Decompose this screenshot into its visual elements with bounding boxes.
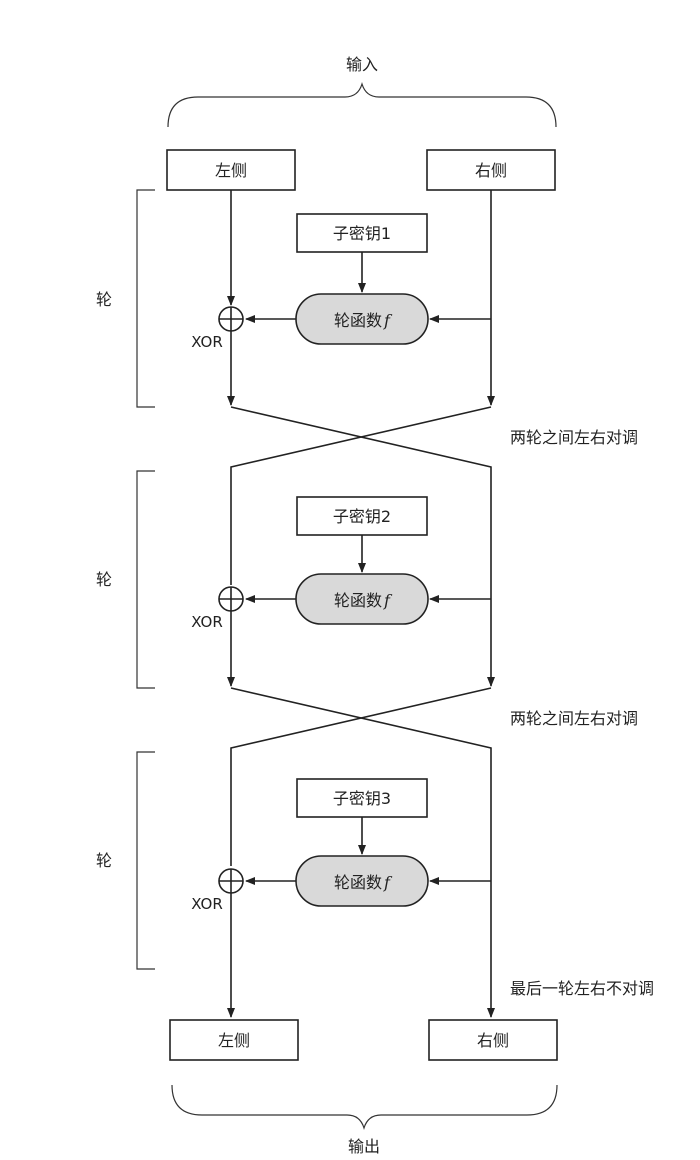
- xor-1-label: XOR: [191, 333, 223, 351]
- subkey-2-label: 子密钥2: [333, 507, 391, 526]
- round-2-label: 轮: [96, 570, 112, 589]
- swap-1-cross-a: [230, 406, 492, 570]
- xor-3-label: XOR: [191, 895, 223, 913]
- input-brace: [167, 81, 557, 128]
- subkey-2-box: [296, 496, 428, 536]
- xor-1-icon: [218, 306, 244, 332]
- swap-2-cross-b: [230, 687, 492, 866]
- swap-2-cross-a: [230, 687, 492, 852]
- final-note: 最后一轮左右不对调: [510, 979, 654, 998]
- bottom-right-box-label: 右侧: [477, 1031, 509, 1050]
- round-3-label: 轮: [96, 851, 112, 870]
- output-brace: [171, 1084, 558, 1131]
- input-label: 输入: [346, 55, 378, 74]
- subkey-1-label: 子密钥1: [333, 224, 391, 243]
- subkey-3-box: [296, 778, 428, 818]
- output-label: 输出: [348, 1137, 380, 1156]
- top-left-box-label: 左侧: [215, 161, 247, 180]
- xor-2-icon: [218, 586, 244, 612]
- swap-1-label: 两轮之间左右对调: [510, 428, 638, 447]
- xor-3-icon: [218, 868, 244, 894]
- swap-2-label: 两轮之间左右对调: [510, 709, 638, 728]
- top-left-box: [166, 149, 296, 191]
- top-right-box: [426, 149, 556, 191]
- round-1-label: 轮: [96, 290, 112, 309]
- round-1-bracket: [136, 189, 155, 408]
- round-3-bracket: [136, 751, 155, 970]
- xor-2-label: XOR: [191, 613, 223, 631]
- bottom-left-box: [169, 1019, 299, 1061]
- bottom-left-box-label: 左侧: [218, 1031, 250, 1050]
- bottom-right-box: [428, 1019, 558, 1061]
- round-2-bracket: [136, 470, 155, 689]
- swap-1-cross-b: [230, 406, 492, 585]
- top-right-box-label: 右侧: [475, 161, 507, 180]
- subkey-3-label: 子密钥3: [333, 789, 391, 808]
